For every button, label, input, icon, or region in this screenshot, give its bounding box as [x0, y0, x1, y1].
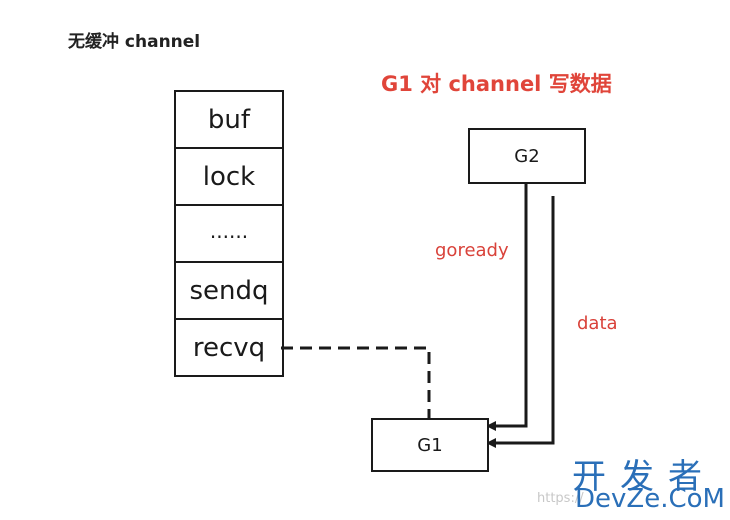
goready-arrow: [486, 182, 528, 431]
data-arrow: [486, 196, 555, 448]
section-title: 无缓冲 channel: [68, 32, 201, 52]
diagram-title: G1 对 channel 写数据: [381, 72, 612, 96]
watermark-cn: 开发者: [572, 457, 716, 497]
field-sendq: sendq: [176, 263, 282, 320]
node-g1: G1: [371, 418, 489, 472]
field-lock: lock: [176, 149, 282, 206]
watermark-en: DevZe.CoM: [575, 484, 725, 514]
node-g2: G2: [468, 128, 586, 184]
recvq-to-g1-dashed-line: [281, 346, 431, 418]
data-label: data: [577, 313, 618, 334]
field-recvq: recvq: [176, 320, 282, 377]
field-buf: buf: [176, 92, 282, 149]
goready-label: goready: [435, 240, 509, 261]
field-ellipsis: ......: [176, 206, 282, 263]
watermark-url: https://: [537, 491, 584, 506]
channel-struct: buf lock ...... sendq recvq: [174, 90, 284, 377]
